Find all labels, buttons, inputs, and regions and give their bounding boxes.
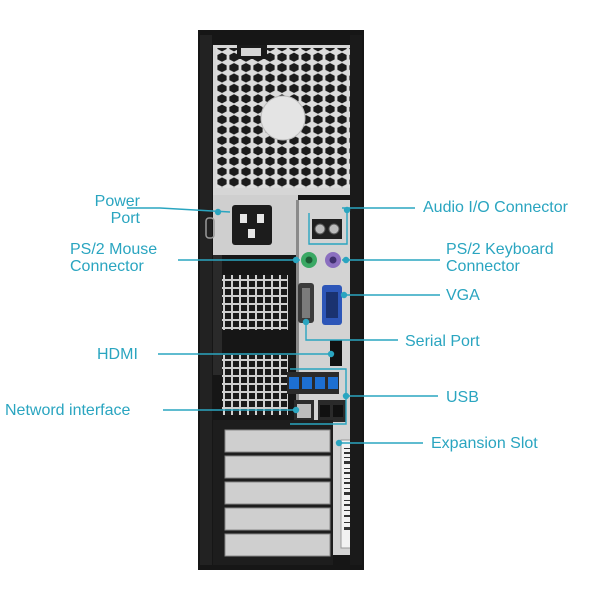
callout-power bbox=[127, 207, 231, 213]
expansion-slot-4 bbox=[224, 507, 331, 531]
label-power-port-line1: Power bbox=[94, 193, 140, 210]
label-ps2-keyboard: PS/2 Keyboard Connector bbox=[446, 241, 554, 275]
hdmi-connector bbox=[330, 340, 342, 366]
barcode bbox=[344, 448, 354, 530]
label-ps2-mouse-line2: Connector bbox=[70, 258, 144, 275]
label-ps2-mouse: PS/2 Mouse Connector bbox=[70, 241, 157, 275]
psu-fan-hub bbox=[260, 95, 306, 141]
power-socket bbox=[232, 205, 272, 245]
label-network: Netword interface bbox=[5, 402, 131, 419]
expansion-slot-3 bbox=[224, 481, 331, 505]
label-power-port: Power Port bbox=[60, 193, 140, 227]
label-ps2-keyboard-line1: PS/2 Keyboard bbox=[446, 241, 554, 258]
audio-jack-2 bbox=[328, 223, 340, 235]
usb-ports-upper bbox=[287, 372, 339, 394]
callout-serial bbox=[305, 322, 398, 341]
vent-grille-lower bbox=[222, 355, 288, 415]
expansion-slot-2 bbox=[224, 455, 331, 479]
side-latch bbox=[205, 217, 215, 239]
label-hdmi: HDMI bbox=[97, 346, 138, 363]
label-usb: USB bbox=[446, 389, 479, 406]
callout-audio-bracket bbox=[308, 213, 348, 245]
expansion-slot-5 bbox=[224, 533, 331, 557]
label-audio: Audio I/O Connector bbox=[423, 199, 568, 216]
label-expansion-slot: Expansion Slot bbox=[431, 435, 538, 452]
chassis-inner-left bbox=[200, 35, 212, 565]
vent-grille bbox=[222, 275, 288, 330]
label-vga: VGA bbox=[446, 287, 480, 304]
label-ps2-mouse-line1: PS/2 Mouse bbox=[70, 241, 158, 258]
callout-lines bbox=[127, 207, 440, 444]
label-ps2-keyboard-line2: Connector bbox=[446, 258, 520, 275]
audio-jack-1 bbox=[314, 223, 326, 235]
label-power-port-line2: Port bbox=[110, 210, 140, 227]
expansion-slot-1 bbox=[224, 429, 331, 453]
label-serial-port: Serial Port bbox=[405, 333, 480, 350]
callout-dots bbox=[214, 206, 351, 447]
